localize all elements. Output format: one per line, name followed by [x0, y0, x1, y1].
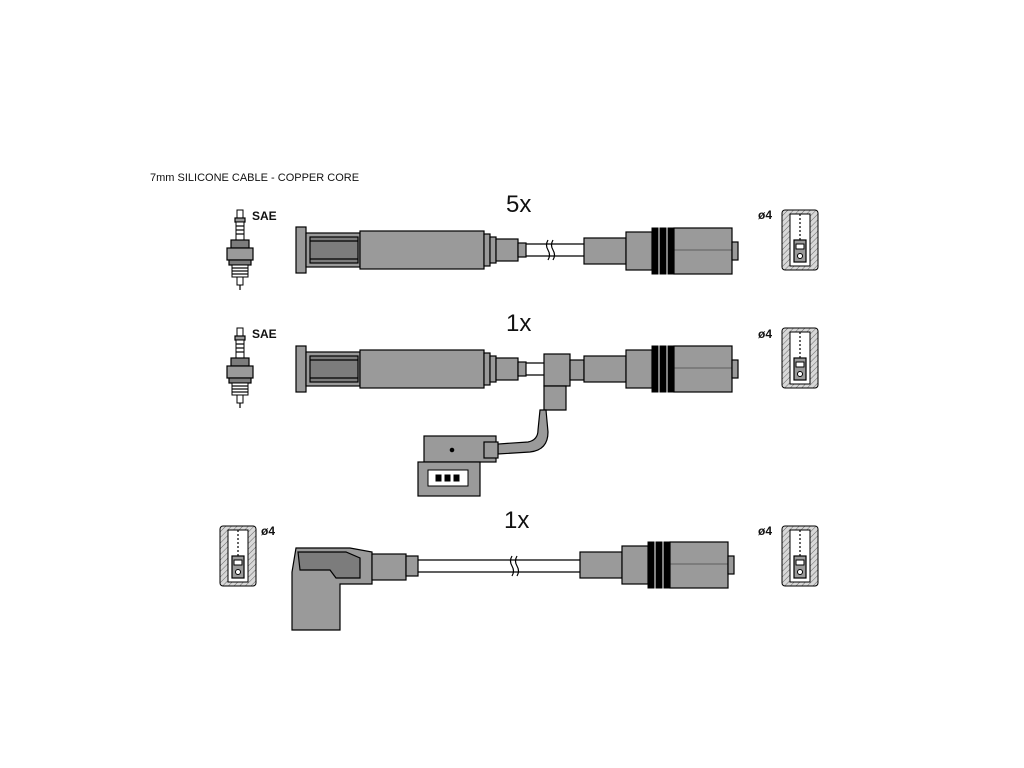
distributor-boot — [583, 345, 739, 393]
row-2-quantity: 1x — [506, 310, 531, 337]
cable-wire — [526, 239, 586, 261]
row-1-right-label: ø4 — [758, 208, 772, 222]
cable-wire — [526, 362, 544, 376]
plug-boot-straight — [295, 226, 527, 274]
plug-boot-angled — [291, 547, 419, 631]
distributor-boot — [583, 227, 739, 275]
terminal-socket-icon — [781, 327, 819, 389]
sensor-connector — [417, 435, 499, 497]
row-1-quantity: 5x — [506, 191, 531, 218]
row-1-left-label: SAE — [252, 209, 277, 223]
plug-boot-straight — [295, 345, 527, 393]
spark-plug-icon — [226, 327, 254, 409]
cable-spec-caption: 7mm SILICONE CABLE - COPPER CORE — [150, 172, 359, 184]
row-3-quantity: 1x — [504, 507, 529, 534]
row-3-left-label: ø4 — [261, 524, 275, 538]
terminal-socket-icon — [219, 525, 257, 587]
sensor-junction — [497, 353, 585, 455]
cable-row-3: 1x ø4 ø4 — [219, 507, 819, 631]
spark-plug-icon — [226, 209, 254, 291]
row-3-right-label: ø4 — [758, 524, 772, 538]
row-2-left-label: SAE — [252, 327, 277, 341]
distributor-boot — [579, 541, 735, 589]
terminal-socket-icon — [781, 209, 819, 271]
row-2-right-label: ø4 — [758, 327, 772, 341]
terminal-socket-icon — [781, 525, 819, 587]
cable-row-2: 1x SAE ø4 — [226, 310, 819, 497]
cable-row-1: 5x SAE ø4 — [226, 191, 819, 291]
cable-wire — [418, 555, 580, 577]
